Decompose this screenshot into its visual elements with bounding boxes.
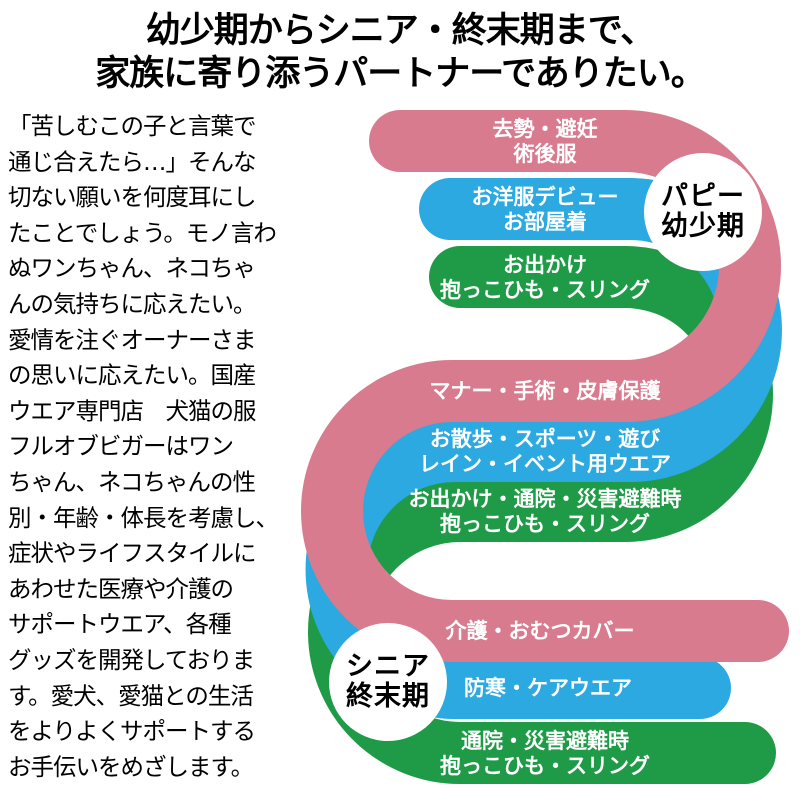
band-label: 抱っこひも・スリング <box>440 512 650 536</box>
band-label: 通院・災害避難時 <box>461 729 629 753</box>
stage-puppy-label-line-1: パピー <box>661 181 745 212</box>
page-title: 幼少期からシニア・終末期まで、 家族に寄り添うパートナーでありたい。 <box>0 10 800 96</box>
band-label: 抱っこひも・スリング <box>440 754 650 778</box>
stage-senior-label-line-1: シニア <box>346 651 430 682</box>
stage-puppy-label-line-2: 幼少期 <box>661 211 745 242</box>
band-label: お部屋着 <box>503 210 587 234</box>
band-label: お出かけ・通院・災害避難時 <box>409 487 682 511</box>
title-line-2: 家族に寄り添うパートナーでありたい。 <box>95 54 706 94</box>
stage-senior-label-line-2: 終末期 <box>346 680 430 712</box>
band-label: お散歩・スポーツ・遊び <box>430 427 661 451</box>
band-label: 去勢・避妊 <box>493 117 598 141</box>
intro-paragraph: 「苦しむこの子と言葉で 通じ合えたら…」そんな 切ない願いを何度耳にし たことで… <box>8 112 279 781</box>
stage-puppy-circle <box>644 153 762 271</box>
stage-labels: パピー 幼少期 シニア 終末期 <box>346 181 745 712</box>
band-label: お出かけ <box>503 253 587 277</box>
band-label: お洋服デビュー <box>472 185 619 209</box>
band-label: 抱っこひも・スリング <box>440 278 650 302</box>
band-label: 防寒・ケアウエア <box>464 676 632 700</box>
band-label: 術後服 <box>513 142 578 166</box>
title-line-1: 幼少期からシニア・終末期まで、 <box>145 11 656 51</box>
stage-senior-circle <box>329 623 447 741</box>
band-label: レイン・イベント用ウエア <box>419 452 671 476</box>
band-label: 介護・おむつカバー <box>445 619 635 643</box>
band-label: マナー・手術・皮膚保護 <box>430 379 662 403</box>
band-labels: 去勢・避妊 術後服 お洋服デビュー お部屋着 お出かけ 抱っこひも・スリング マ… <box>409 117 682 778</box>
